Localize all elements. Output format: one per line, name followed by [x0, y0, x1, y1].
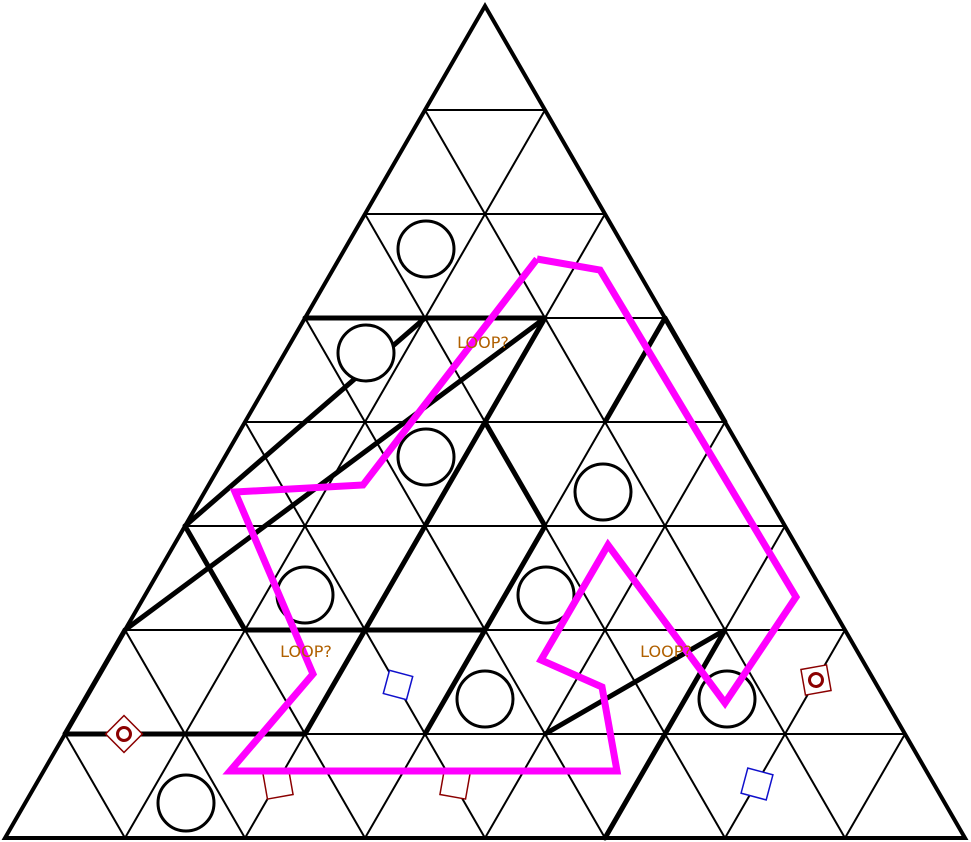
crescent-moon-icon: [524, 774, 553, 832]
loop-label: LOOP?: [640, 642, 692, 661]
edge-markers: [104, 664, 832, 801]
grid-line: [844, 733, 906, 839]
grid-line: [64, 733, 126, 839]
loop-path: [222, 255, 801, 775]
circle-icon: [396, 427, 456, 487]
region-wall: [422, 627, 488, 737]
square-marker-icon: [740, 767, 774, 801]
grid-line: [424, 109, 846, 839]
region-wall: [482, 419, 548, 529]
loop-label: LOOP?: [457, 333, 509, 352]
diamond-marker-icon: [104, 714, 144, 754]
circle-icon: [455, 669, 515, 729]
circle-icon: [573, 462, 633, 522]
region-wall: [662, 627, 728, 737]
region-wall: [302, 627, 368, 737]
region-wall: [602, 731, 668, 841]
circle-icon: [156, 773, 216, 833]
region-wall: [182, 523, 248, 633]
region-wall: [362, 419, 488, 633]
region-wall: [602, 315, 668, 425]
diamond-marker-icon: [800, 664, 832, 696]
square-marker-icon: [382, 669, 414, 701]
loop-label: LOOP?: [280, 642, 332, 661]
crescent-moon-icon: [466, 251, 495, 309]
triangle-grid: [64, 109, 906, 839]
circle-icon: [336, 323, 396, 383]
region-walls: [62, 315, 728, 841]
crescent-moon-icon: [344, 667, 373, 725]
crescent-moon-icon: [342, 528, 371, 586]
crescent-moon-icon: [464, 463, 493, 521]
region-wall: [542, 627, 728, 737]
circle-icon: [516, 565, 576, 625]
region-wall: [482, 523, 548, 633]
grid-line: [304, 317, 606, 839]
region-wall: [122, 315, 548, 633]
circle-icon: [396, 219, 456, 279]
loop-labels: LOOP? LOOP? LOOP?: [280, 333, 692, 661]
region-wall: [482, 315, 548, 425]
